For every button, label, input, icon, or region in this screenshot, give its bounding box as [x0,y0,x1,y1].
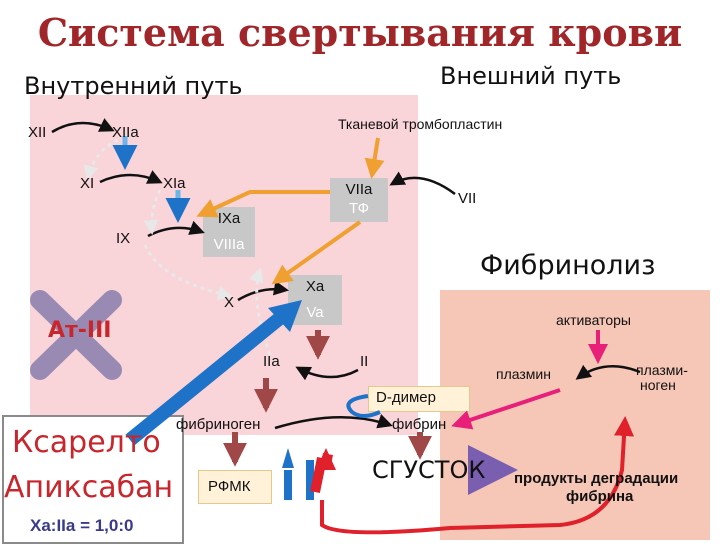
fibrinogen-label: фибриноген [176,416,261,433]
clot-label: СГУСТОК [372,456,486,484]
extrinsic-path-heading: Внешний путь [440,62,622,90]
fibrinogen-to-fibrin-arrow [274,414,393,430]
viia-to-ix-arrow [196,190,330,218]
factor-xi: XI [80,175,95,192]
plasmin-to-fibrin-arrow [451,388,561,430]
plasminogen-label-line1: плазми- [636,362,688,378]
thromboplastin-arrow [364,137,385,179]
xa-iia-ratio: Xa:IIa = 1,0:0 [30,516,134,535]
factor-ix: IX [116,230,131,247]
d-dimer-box [368,386,470,412]
antithrombin-label: Ат-III [48,318,112,343]
factor-x: X [224,294,235,311]
factor-iia: IIa [263,353,280,370]
plasmin-label: плазмин [496,366,551,382]
intrinsic-zone [30,95,418,435]
apixaban-label: Апиксабан [4,470,174,505]
factor-va: Va [306,304,324,321]
xi-to-xia-arrow [99,170,163,184]
fibrinolysis-heading: Фибринолиз [480,250,656,281]
xarelto-label: Ксарелто [12,425,161,460]
viia-tf-box [330,178,388,222]
page-title: Система свертывания крови [37,10,683,55]
xa-box [288,275,342,299]
x-to-xa-arrow [237,280,289,302]
rfmk-box [198,470,272,504]
viiia-box [203,231,255,257]
d-dimer-cycle-arrow [346,394,381,418]
viia-to-x-arrow [271,220,362,285]
activators-label: активаторы [556,312,631,328]
factor-xa: Xa [305,278,325,295]
fibrin-label: фибрин [392,416,447,433]
ix-to-ixa-arrow [147,220,205,238]
intrinsic-path-heading: Внутренний путь [24,72,243,100]
factor-ii: II [360,353,369,370]
vii-to-viia-arrow [389,171,456,196]
xarelto-inhibit-arrow [125,312,285,446]
factor-viia: VIIa [345,181,373,198]
rfmk-label: РФМК [208,478,251,495]
xii-to-xiia-arrow [51,118,115,134]
degradation-label-line1: продукты деградации [514,470,679,487]
factor-ixa: IXa [217,210,241,227]
rfmk-u-arrow [284,460,314,500]
plasminogen-to-plasmin-arrow [575,364,641,380]
factor-xii: XII [28,124,47,141]
plasminogen-label-line2: ноген [640,377,676,393]
factor-viiia: VIIIa [213,236,245,253]
d-dimer-label: D-димер [376,389,436,406]
factor-vii: VII [458,190,477,207]
factor-tf: ТФ [348,200,370,217]
antithrombin-cross [30,290,122,380]
tissue-thromboplastin-label: Тканевой тромбопластин [338,116,503,132]
degradation-label-line2: фибрина [566,488,634,505]
factor-xia: XIa [163,175,186,192]
factor-xiia: XIIa [112,124,139,141]
ii-to-iia-arrow [295,366,359,381]
